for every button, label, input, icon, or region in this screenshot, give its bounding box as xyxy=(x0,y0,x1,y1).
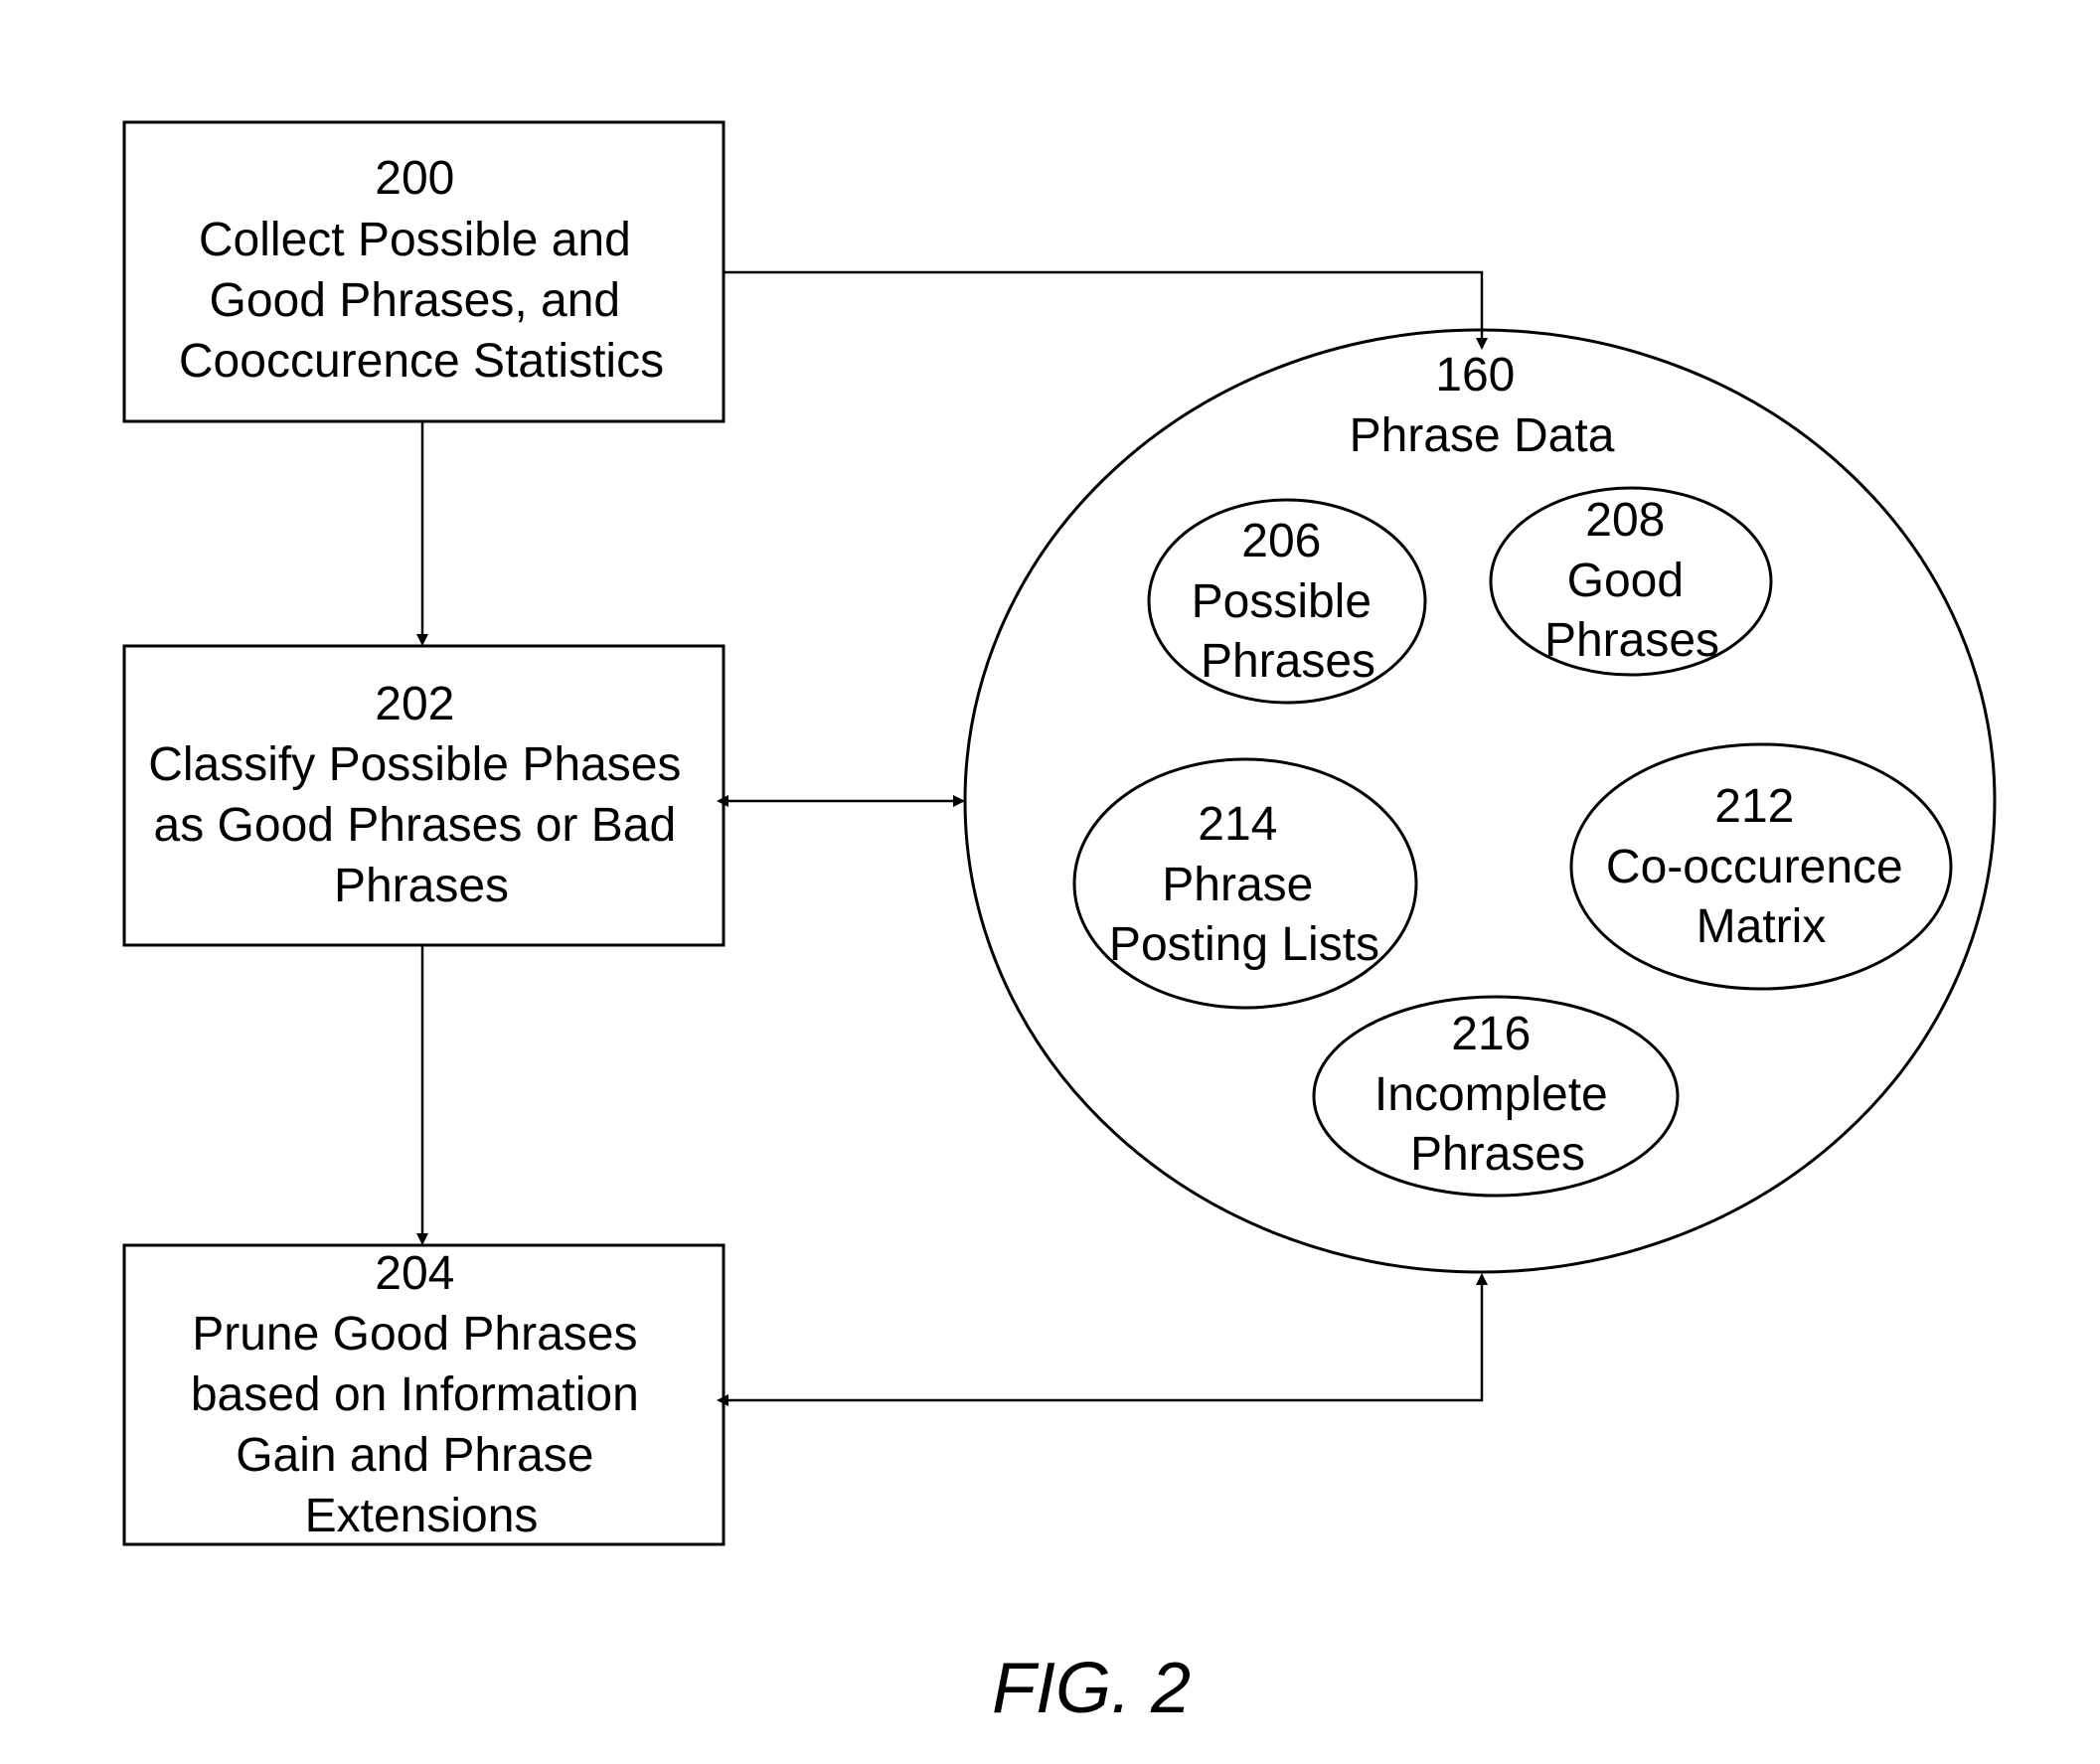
good-phrases-line: Good xyxy=(1567,555,1684,607)
co-occurence-matrix-label: 212 Co-occurence Matrix xyxy=(1606,780,1916,953)
good-phrases-line: Phrases xyxy=(1544,614,1719,667)
possible-phrases-line: Phrases xyxy=(1201,635,1375,688)
step-202-line: Phrases xyxy=(334,860,509,912)
phrase-posting-lists-line: Phrase xyxy=(1162,859,1313,911)
co-occurence-matrix-number: 212 xyxy=(1714,780,1794,833)
possible-phrases-line: Possible xyxy=(1192,575,1372,628)
co-occurence-matrix-line: Matrix xyxy=(1696,900,1827,953)
arrow-204-phrase-data-bidirectional xyxy=(717,1273,1488,1406)
co-occurence-matrix-line: Co-occurence xyxy=(1606,841,1903,893)
step-204-line: based on Information xyxy=(191,1368,639,1421)
step-202-line: as Good Phrases or Bad xyxy=(154,799,677,852)
incomplete-phrases-line: Phrases xyxy=(1410,1128,1585,1181)
possible-phrases-number: 206 xyxy=(1241,515,1321,567)
good-phrases-number: 208 xyxy=(1585,494,1665,547)
phrase-data-number: 160 xyxy=(1435,349,1515,401)
phrase-data-title: Phrase Data xyxy=(1350,409,1615,462)
step-200-box xyxy=(122,120,726,423)
step-204-line: Prune Good Phrases xyxy=(192,1308,637,1361)
figure-caption: FIG. 2 xyxy=(992,1649,1191,1728)
possible-phrases-label: 206 Possible Phrases xyxy=(1192,515,1385,688)
step-200-line: Cooccurence Statistics xyxy=(179,335,664,388)
step-204-line: Extensions xyxy=(305,1490,539,1542)
incomplete-phrases-line: Incomplete xyxy=(1374,1068,1608,1121)
phrase-posting-lists-number: 214 xyxy=(1198,798,1277,851)
possible-phrases-oval xyxy=(1147,498,1427,705)
phrase-posting-lists-label: 214 Phrase Posting Lists xyxy=(1109,798,1379,971)
step-204-line: Gain and Phrase xyxy=(236,1429,593,1482)
incomplete-phrases-number: 216 xyxy=(1451,1008,1531,1060)
step-204-text: 204 Prune Good Phrases based on Informat… xyxy=(191,1247,652,1542)
step-202-line: Classify Possible Phases xyxy=(148,738,681,791)
step-200-line: Collect Possible and xyxy=(199,214,631,266)
arrow-200-to-phrase-data xyxy=(725,270,1488,350)
step-200-text: 200 Collect Possible and Good Phrases, a… xyxy=(179,152,664,388)
phrase-data-label: 160 Phrase Data xyxy=(1350,349,1615,462)
incomplete-phrases-oval xyxy=(1312,995,1680,1198)
good-phrases-oval xyxy=(1489,486,1773,677)
phrase-data-store xyxy=(963,328,1997,1274)
step-200-number: 200 xyxy=(375,152,454,205)
step-200-line: Good Phrases, and xyxy=(210,274,621,327)
phrase-posting-lists-line: Posting Lists xyxy=(1109,918,1379,971)
incomplete-phrases-label: 216 Incomplete Phrases xyxy=(1374,1008,1621,1181)
co-occurence-matrix-oval xyxy=(1569,742,1953,991)
phrase-posting-lists-oval xyxy=(1072,757,1418,1010)
step-202-number: 202 xyxy=(375,678,454,730)
step-204-number: 204 xyxy=(375,1247,454,1300)
step-202-text: 202 Classify Possible Phases as Good Phr… xyxy=(148,678,695,912)
good-phrases-label: 208 Good Phrases xyxy=(1544,494,1719,667)
